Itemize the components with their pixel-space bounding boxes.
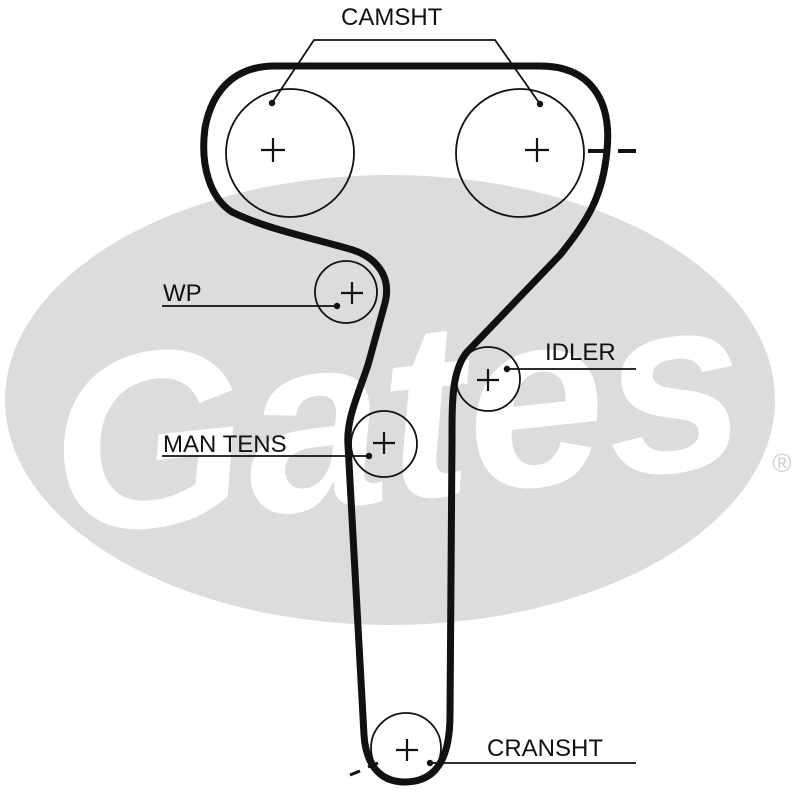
gates-watermark: Gates ®	[5, 175, 792, 625]
registered-mark: ®	[772, 448, 791, 478]
camshaft-pulley-right	[455, 88, 585, 218]
watermark-ellipse	[5, 175, 775, 625]
timing-belt	[200, 62, 612, 786]
water-pump-label: WP	[163, 280, 202, 307]
leader-lines	[162, 39, 636, 764]
crankshaft-pulley	[349, 712, 442, 784]
crankshaft-label: CRANSHT	[487, 735, 603, 762]
camshaft-leader	[271, 39, 541, 105]
manual-tensioner-pulley	[350, 410, 418, 478]
manual-tensioner-label: MAN TENS	[163, 431, 287, 458]
camshaft-label: CAMSHT	[341, 4, 443, 31]
idler-label: IDLER	[545, 339, 616, 366]
